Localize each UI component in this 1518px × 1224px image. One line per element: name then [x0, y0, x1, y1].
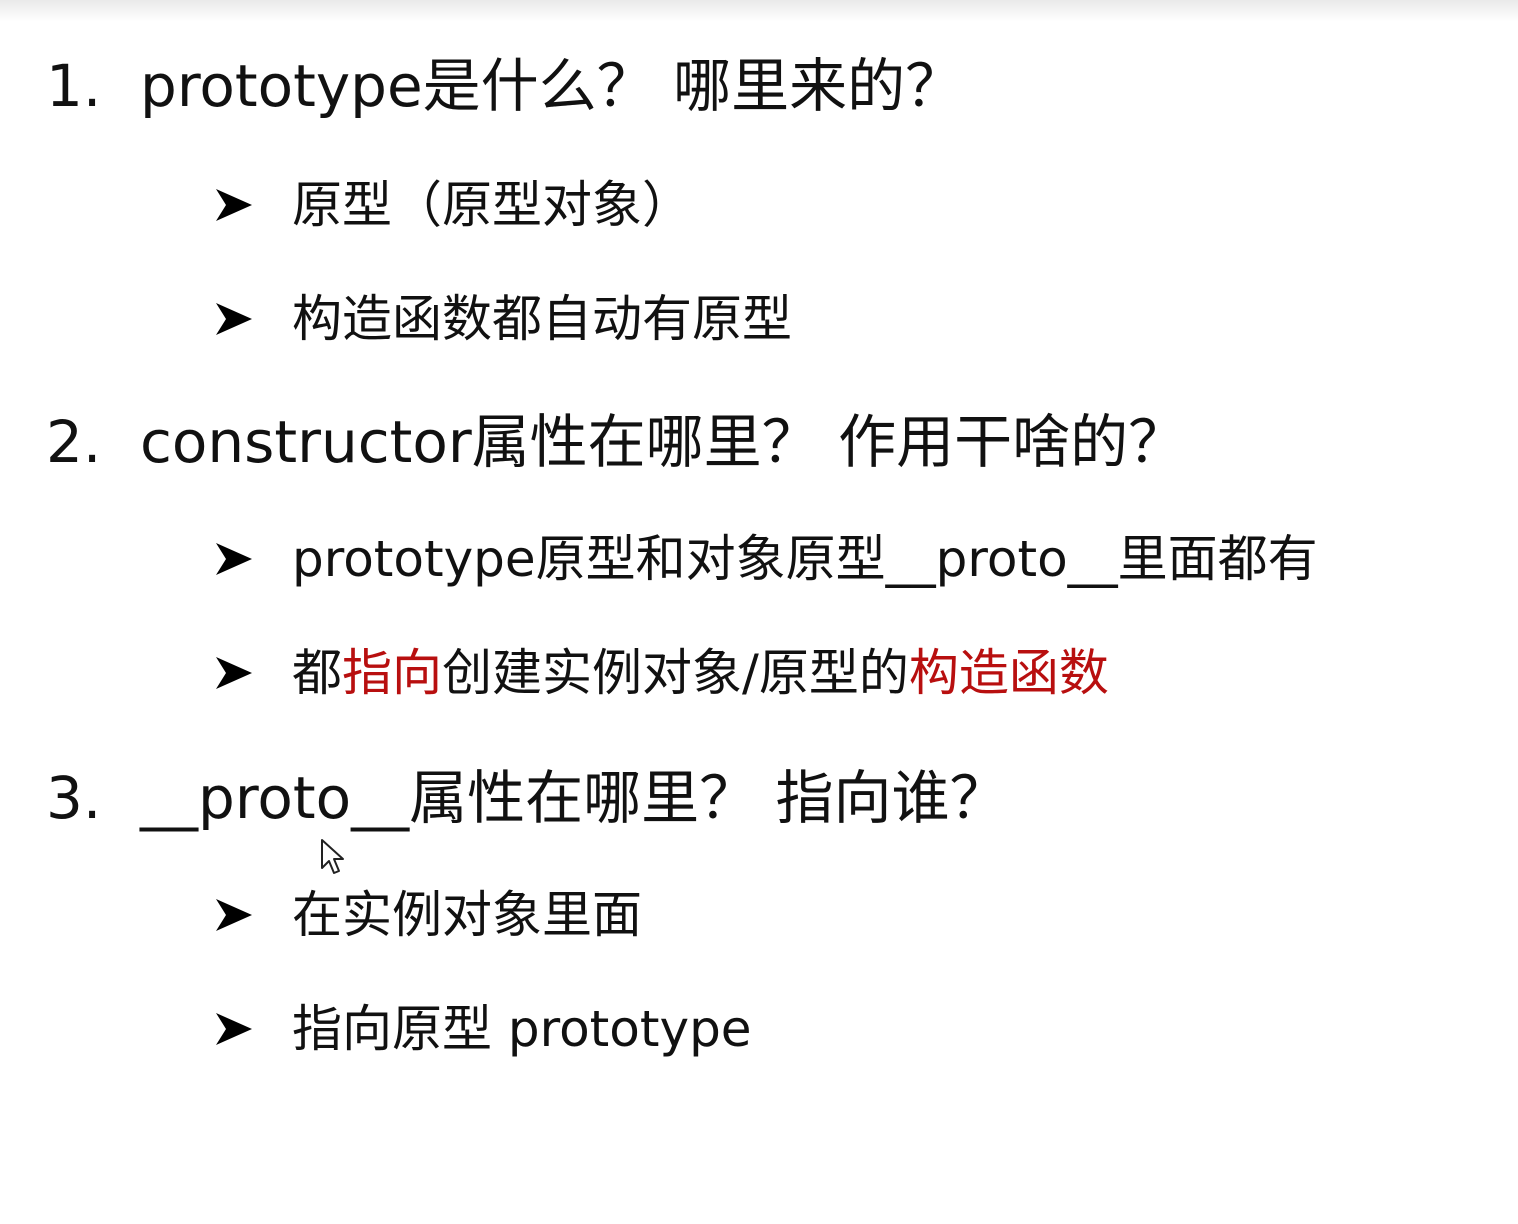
arrowhead-bullet-icon	[212, 297, 292, 341]
arrowhead-bullet-icon	[212, 893, 292, 937]
arrowhead-bullet-icon	[212, 1007, 292, 1051]
section-title: __proto__属性在哪里？ 指向谁？	[140, 764, 1008, 832]
bullet-text-part: 都	[292, 644, 342, 702]
section-2-bullet-2: 都指向创建实例对象/原型的构造函数	[212, 638, 1109, 708]
highlighted-text: 指向	[342, 644, 442, 702]
section-number: 1.	[46, 52, 102, 120]
bullet-text: 构造函数都自动有原型	[292, 290, 792, 348]
bullet-text: prototype原型和对象原型__proto__里面都有	[292, 530, 1318, 588]
bullet-text: 在实例对象里面	[292, 886, 642, 944]
section-title: constructor属性在哪里？ 作用干啥的？	[140, 408, 1187, 476]
bullet-text: 原型（原型对象）	[292, 176, 692, 234]
section-3-heading: 3. __proto__属性在哪里？ 指向谁？	[46, 758, 1008, 838]
section-1-bullet-1: 原型（原型对象）	[212, 170, 692, 240]
section-title: prototype是什么？ 哪里来的？	[140, 52, 964, 120]
section-1-bullet-2: 构造函数都自动有原型	[212, 284, 792, 354]
section-3-bullet-2: 指向原型 prototype	[212, 994, 752, 1064]
highlighted-text: 构造函数	[908, 644, 1109, 702]
mouse-cursor-icon	[320, 838, 346, 882]
bullet-text-part: 创建实例对象/原型的	[442, 644, 909, 702]
section-1-heading: 1. prototype是什么？ 哪里来的？	[46, 46, 963, 126]
section-2-bullet-1: prototype原型和对象原型__proto__里面都有	[212, 524, 1318, 594]
bullet-text: 指向原型 prototype	[292, 1000, 752, 1058]
section-2-heading: 2. constructor属性在哪里？ 作用干啥的？	[46, 402, 1186, 482]
arrowhead-bullet-icon	[212, 537, 292, 581]
section-number: 2.	[46, 408, 102, 476]
section-3-bullet-1: 在实例对象里面	[212, 880, 642, 950]
top-strip	[0, 0, 1518, 22]
arrowhead-bullet-icon	[212, 183, 292, 227]
arrowhead-bullet-icon	[212, 651, 292, 695]
section-number: 3.	[46, 764, 102, 832]
